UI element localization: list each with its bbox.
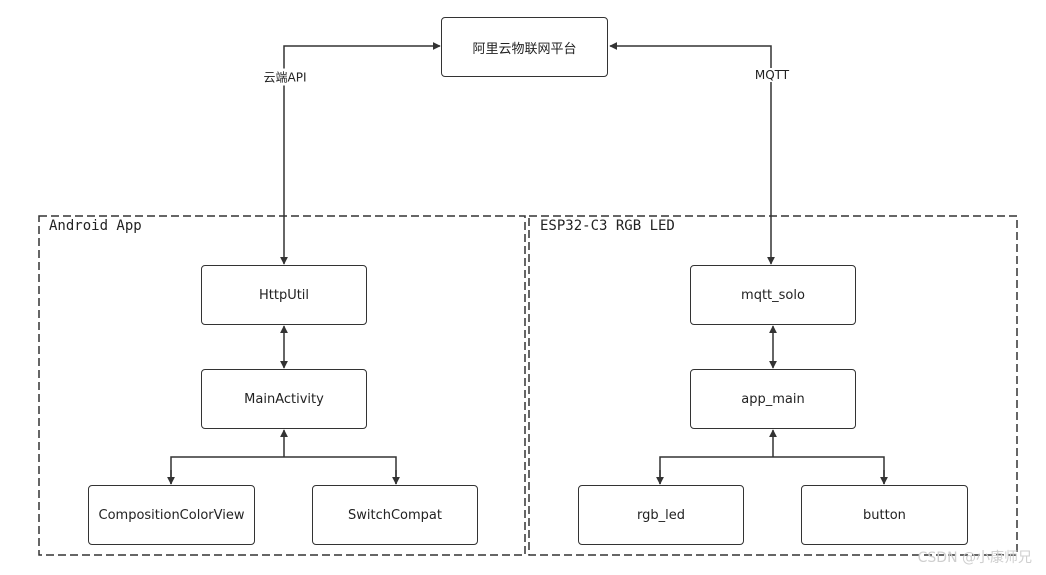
compositioncolorview-node: CompositionColorView bbox=[88, 485, 255, 545]
rgb-led-node: rgb_led bbox=[578, 485, 744, 545]
httputil-node: HttpUtil bbox=[201, 265, 367, 325]
mqtt-solo-node: mqtt_solo bbox=[690, 265, 856, 325]
mainactivity-node: MainActivity bbox=[201, 369, 367, 429]
csdn-watermark: CSDN @小康师兄 bbox=[917, 550, 1032, 566]
app-main-node: app_main bbox=[690, 369, 856, 429]
cloud-to-httputil-connector bbox=[280, 42, 441, 265]
cloud-api-label: 云端API bbox=[261, 68, 309, 86]
android-group-title: Android App bbox=[49, 218, 142, 234]
cloud-platform-node: 阿里云物联网平台 bbox=[441, 17, 608, 77]
button-node: button bbox=[801, 485, 968, 545]
cloud-to-mqtt-connector bbox=[609, 42, 775, 265]
mainactivity-children-connector bbox=[170, 456, 397, 484]
mqtt-label: MQTT bbox=[752, 68, 792, 82]
switchcompat-node: SwitchCompat bbox=[312, 485, 478, 545]
esp-group-title: ESP32-C3 RGB LED bbox=[540, 218, 675, 234]
appmain-children-connector bbox=[659, 456, 885, 484]
